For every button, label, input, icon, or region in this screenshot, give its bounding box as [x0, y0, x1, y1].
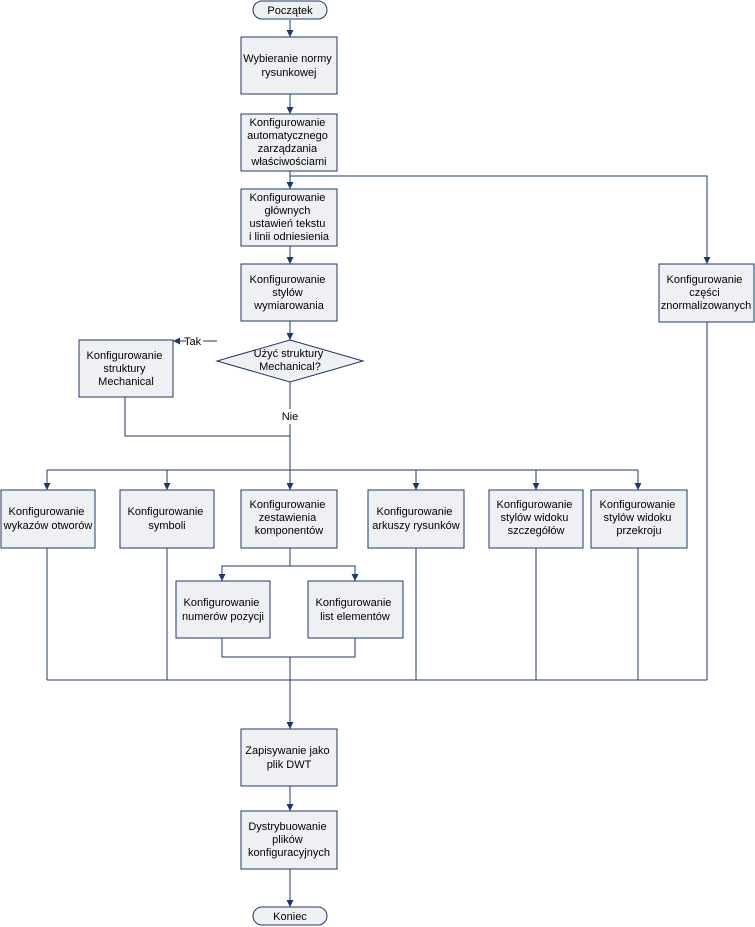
node-std-parts: Konfigurowanie części znormalizowanych — [658, 263, 755, 323]
node-balloons-label: Konfigurowanie numerów pozycji — [182, 597, 264, 623]
node-detail-styles-label: Konfigurowanie stylów widoku szczegółów — [497, 499, 576, 537]
connector-autoprops-stdparts — [290, 175, 711, 264]
node-hole-charts-label: Konfigurowanie wykazów otworów — [3, 506, 93, 532]
node-std-parts-label: Konfigurowanie części znormalizowanych — [661, 274, 751, 312]
node-end-label: Koniec — [273, 911, 307, 923]
node-decision-label: Użyć struktury Mechanical? — [254, 348, 327, 373]
node-detail-styles: Konfigurowanie stylów widoku szczegółów — [488, 489, 584, 549]
node-distribute: Dystrybuowanie plików konfiguracyjnych — [240, 810, 338, 870]
node-auto-props: Konfigurowanie automatycznego zarządzani… — [240, 113, 338, 172]
node-parts-lists: Konfigurowanie list elementów — [307, 580, 404, 639]
node-mech-struct: Konfigurowanie struktury Mechanical — [78, 339, 174, 398]
node-dim-styles: Konfigurowanie stylów wymiarowania — [240, 263, 338, 322]
node-symbols-label: Konfigurowanie symboli — [128, 506, 207, 532]
node-mech-struct-label: Konfigurowanie struktury Mechanical — [87, 350, 166, 388]
node-balloons: Konfigurowanie numerów pozycji — [175, 580, 271, 639]
connector-sub-merge — [221, 638, 356, 658]
node-parts-lists-label: Konfigurowanie list elementów — [316, 597, 395, 623]
connector-bom-split — [218, 548, 291, 581]
node-decision: Użyć struktury Mechanical? — [215, 339, 365, 383]
node-auto-props-label: Konfigurowanie automatycznego zarządzani… — [247, 117, 331, 168]
node-sheets-label: Konfigurowanie arkuszy rysunków — [372, 506, 459, 532]
node-bom-label: Konfigurowanie zestawienia komponentów — [250, 499, 329, 537]
node-dim-styles-label: Konfigurowanie stylów wymiarowania — [250, 274, 329, 312]
edge-label-no: Nie — [282, 411, 299, 423]
node-end: Koniec — [252, 906, 328, 926]
node-section-styles: Konfigurowanie stylów widoku przekroju — [590, 489, 688, 549]
node-sheets: Konfigurowanie arkuszy rysunków — [367, 489, 465, 549]
connectors — [43, 20, 711, 907]
node-bom: Konfigurowanie zestawienia komponentów — [240, 489, 338, 549]
node-save-dwt-label: Zapisywanie jako plik DWT — [245, 745, 332, 771]
node-start: Początek — [252, 0, 328, 20]
node-main-text: Konfigurowanie głównych ustawień tekstu … — [240, 188, 338, 247]
node-hole-charts: Konfigurowanie wykazów otworów — [0, 489, 96, 549]
edge-label-yes: Tak — [184, 336, 202, 348]
node-main-text-label: Konfigurowanie głównych ustawień tekstu … — [249, 192, 330, 243]
node-symbols: Konfigurowanie symboli — [119, 489, 215, 549]
node-distribute-label: Dystrybuowanie plików konfiguracyjnych — [248, 821, 330, 859]
node-norm: Wybieranie normy rysunkowej — [240, 36, 338, 95]
node-norm-label: Wybieranie normy rysunkowej — [243, 53, 335, 79]
connector-mech-merge — [124, 397, 290, 437]
node-save-dwt: Zapisywanie jako plik DWT — [240, 728, 338, 787]
node-section-styles-label: Konfigurowanie stylów widoku przekroju — [600, 499, 679, 537]
node-start-label: Początek — [267, 5, 313, 17]
connector-bom-split-right — [290, 565, 359, 581]
